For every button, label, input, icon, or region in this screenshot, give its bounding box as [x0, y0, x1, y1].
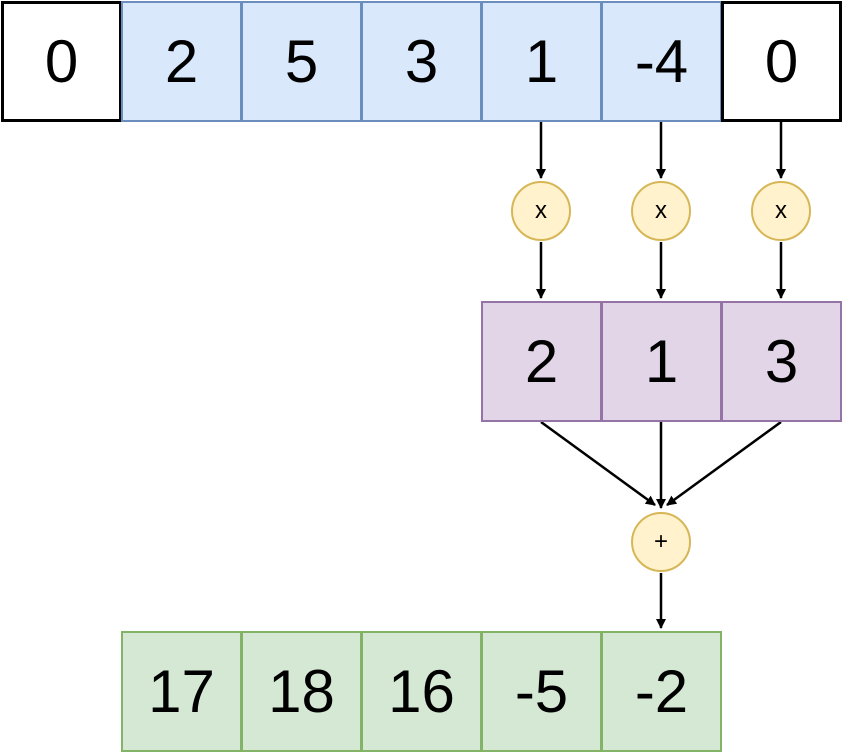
input-cell: 3	[361, 1, 482, 122]
output-cell: -5	[481, 631, 602, 752]
multiply-operator: x	[511, 181, 571, 241]
input-padding-cell-right: 0	[721, 1, 842, 122]
input-cell: 2	[121, 1, 242, 122]
arrow-kernel-to-sum-3	[666, 420, 782, 507]
output-cell: 18	[241, 631, 362, 752]
input-padding-cell-left: 0	[1, 1, 122, 122]
input-cell: 1	[481, 1, 602, 122]
kernel-cell: 3	[721, 301, 842, 422]
kernel-cell: 1	[601, 301, 722, 422]
output-cell: -2	[601, 631, 722, 752]
output-cell: 17	[121, 631, 242, 752]
multiply-operator: x	[631, 181, 691, 241]
kernel-cell: 2	[481, 301, 602, 422]
output-cell: 16	[361, 631, 482, 752]
input-cell: 5	[241, 1, 362, 122]
arrow-kernel-to-sum-1	[540, 420, 656, 507]
multiply-operator: x	[751, 181, 811, 241]
sum-operator: +	[631, 512, 691, 572]
input-cell: -4	[601, 1, 722, 122]
